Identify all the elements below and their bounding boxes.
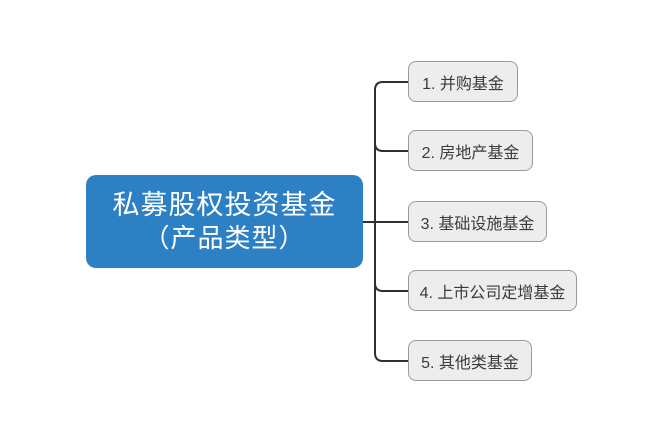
branch-label-5: 5. 其他类基金	[421, 354, 519, 372]
root-title-line1: 私募股权投资基金	[112, 190, 337, 220]
branch-node-1: 1. 并购基金	[408, 61, 518, 102]
branch-node-2: 2. 房地产基金	[408, 130, 533, 171]
branch-node-3: 3. 基础设施基金	[408, 201, 547, 242]
connector-branch-4	[374, 282, 409, 292]
branch-node-5: 5. 其他类基金	[408, 340, 532, 381]
branch-label-4: 4. 上市公司定增基金	[419, 284, 566, 302]
branch-label-3: 3. 基础设施基金	[420, 215, 535, 233]
branch-label-2: 2. 房地产基金	[421, 144, 520, 162]
connector-trunk-with-branch-1-and-5	[374, 81, 409, 362]
branch-label-1: 1. 并购基金	[422, 75, 504, 93]
root-title-line2: （产品类型）	[143, 223, 306, 253]
root-node: 私募股权投资基金 （产品类型）	[86, 175, 363, 268]
connector-branch-2	[374, 142, 409, 152]
branch-node-4: 4. 上市公司定增基金	[408, 270, 577, 311]
